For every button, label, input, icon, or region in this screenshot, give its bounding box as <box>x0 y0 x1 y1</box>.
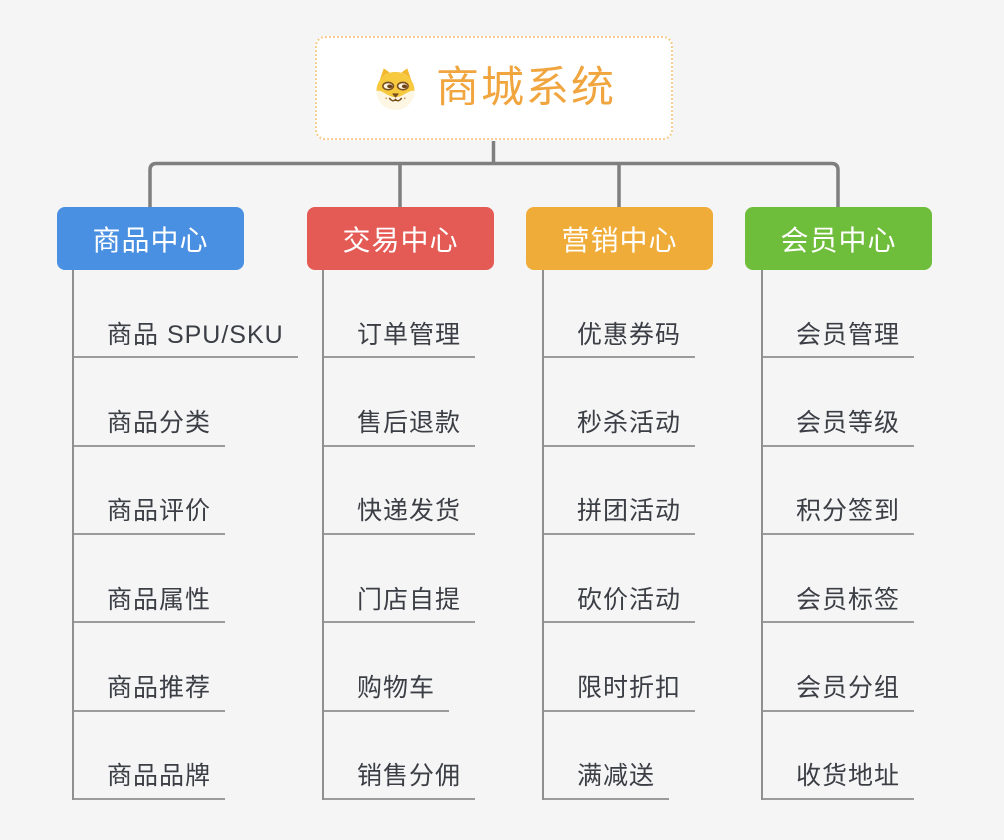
branch-children-marketing-center: 优惠券码 秒杀活动 拼团活动 砍价活动 限时折扣 满减送 <box>542 270 787 800</box>
leaf-row: 会员等级 <box>763 358 1004 447</box>
leaf-row: 限时折扣 <box>544 623 787 712</box>
leaf-flash-sale[interactable]: 秒杀活动 <box>544 409 696 447</box>
leaf-member-management[interactable]: 会员管理 <box>763 321 915 359</box>
leaf-member-group[interactable]: 会员分组 <box>763 674 915 712</box>
leaf-after-sale-refund[interactable]: 售后退款 <box>324 409 476 447</box>
leaf-row: 会员分组 <box>763 623 1004 712</box>
leaf-product-brand[interactable]: 商品品牌 <box>74 762 226 800</box>
dog-face-icon <box>376 67 415 110</box>
leaf-row: 优惠券码 <box>544 270 787 359</box>
root-title: 商城系统 <box>436 63 616 112</box>
leaf-order-management[interactable]: 订单管理 <box>324 321 476 359</box>
branch-children-product-center: 商品 SPU/SKU 商品分类 商品评价 商品属性 商品推荐 商品品牌 <box>72 270 317 800</box>
leaf-row: 商品品牌 <box>74 712 317 800</box>
leaf-row: 秒杀活动 <box>544 358 787 447</box>
leaf-product-attribute[interactable]: 商品属性 <box>74 586 226 624</box>
leaf-express-delivery[interactable]: 快递发货 <box>324 497 476 535</box>
leaf-row: 会员管理 <box>763 270 1004 359</box>
root-node[interactable]: 商城系统 <box>315 36 673 140</box>
leaf-shipping-address[interactable]: 收货地址 <box>763 762 915 800</box>
leaf-row: 销售分佣 <box>324 712 567 800</box>
leaf-product-review[interactable]: 商品评价 <box>74 497 226 535</box>
leaf-limited-time-discount[interactable]: 限时折扣 <box>544 674 696 712</box>
branch-trade-center[interactable]: 交易中心 <box>307 207 494 270</box>
leaf-member-level[interactable]: 会员等级 <box>763 409 915 447</box>
leaf-store-pickup[interactable]: 门店自提 <box>324 586 476 624</box>
leaf-row: 订单管理 <box>324 270 567 359</box>
bus-line <box>148 161 840 207</box>
leaf-sales-commission[interactable]: 销售分佣 <box>324 762 476 800</box>
leaf-row: 砍价活动 <box>544 535 787 624</box>
leaf-row: 商品推荐 <box>74 623 317 712</box>
leaf-shopping-cart[interactable]: 购物车 <box>324 674 450 712</box>
leaf-row: 收货地址 <box>763 712 1004 800</box>
branch-product-center[interactable]: 商品中心 <box>57 207 244 270</box>
leaf-coupon-code[interactable]: 优惠券码 <box>544 321 696 359</box>
leaf-full-reduction[interactable]: 满减送 <box>544 762 670 800</box>
leaf-product-recommend[interactable]: 商品推荐 <box>74 674 226 712</box>
branch-marketing-center[interactable]: 营销中心 <box>526 207 713 270</box>
leaf-row: 拼团活动 <box>544 447 787 535</box>
leaf-row: 满减送 <box>544 712 787 800</box>
leaf-group-buy[interactable]: 拼团活动 <box>544 497 696 535</box>
leaf-product-category[interactable]: 商品分类 <box>74 409 226 447</box>
leaf-row: 购物车 <box>324 623 567 712</box>
leaf-product-spu-sku[interactable]: 商品 SPU/SKU <box>74 321 298 359</box>
branch-member-center[interactable]: 会员中心 <box>745 207 932 270</box>
leaf-row: 商品 SPU/SKU <box>74 270 317 359</box>
leaf-row: 售后退款 <box>324 358 567 447</box>
leaf-row: 积分签到 <box>763 447 1004 535</box>
leaf-row: 快递发货 <box>324 447 567 535</box>
leaf-row: 商品属性 <box>74 535 317 624</box>
leaf-member-tag[interactable]: 会员标签 <box>763 586 915 624</box>
branch-children-trade-center: 订单管理 售后退款 快递发货 门店自提 购物车 销售分佣 <box>322 270 567 800</box>
leaf-bargain-activity[interactable]: 砍价活动 <box>544 586 696 624</box>
branch-children-member-center: 会员管理 会员等级 积分签到 会员标签 会员分组 收货地址 <box>761 270 1004 800</box>
leaf-row: 商品分类 <box>74 358 317 447</box>
leaf-row: 会员标签 <box>763 535 1004 624</box>
leaf-row: 门店自提 <box>324 535 567 624</box>
leaf-row: 商品评价 <box>74 447 317 535</box>
leaf-points-checkin[interactable]: 积分签到 <box>763 497 915 535</box>
